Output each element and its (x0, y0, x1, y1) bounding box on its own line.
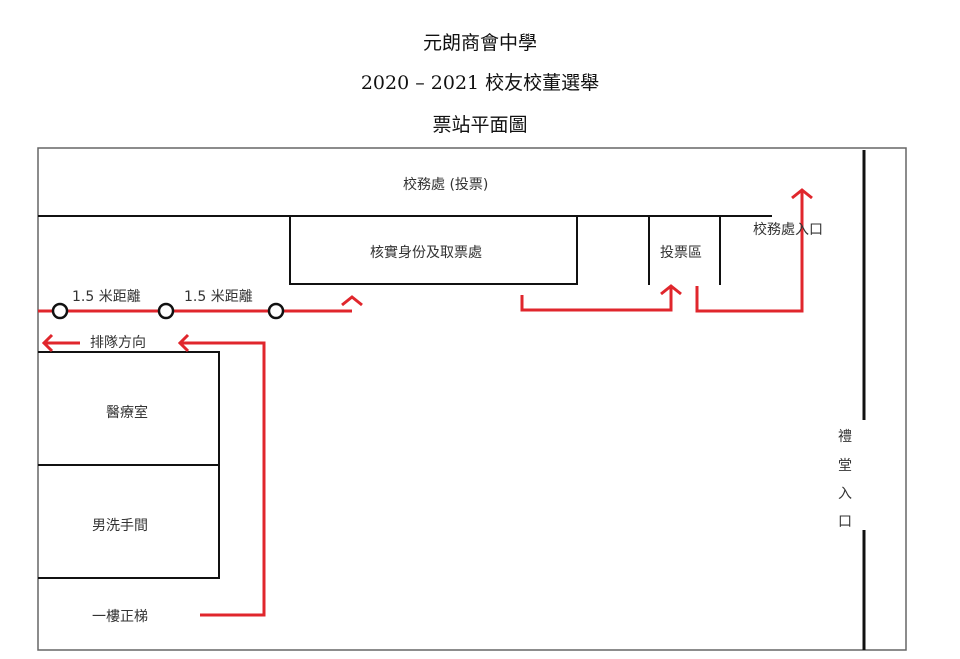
election-title: 2020 – 2021 校友校董選舉 (360, 72, 600, 94)
queue-arrow-head (341, 295, 363, 307)
hall-entrance-char: 堂 (838, 458, 852, 474)
verification-desk (289, 216, 578, 285)
path-to-exit (695, 190, 804, 313)
hall-entrance-char: 口 (838, 514, 852, 530)
distance-label: 1.5 米距離 (72, 289, 141, 305)
staircase-label: 一樓正梯 (92, 609, 148, 625)
queue-direction-label: 排隊方向 (90, 335, 146, 351)
voting-area-label: 投票區 (660, 245, 702, 261)
voting-arrow-head (660, 284, 682, 296)
general-office-label: 校務處 (投票) (403, 177, 489, 193)
plan-title: 票站平面圖 (432, 114, 528, 136)
exit-arrow-head (791, 188, 813, 200)
hall-entrance-char: 入 (838, 486, 852, 502)
stair-arrow-head (177, 333, 190, 353)
male-toilet-label: 男洗手間 (92, 518, 148, 534)
hall-entrance-char: 禮 (838, 429, 852, 445)
verification-label: 核實身份及取票處 (370, 245, 482, 261)
queue-marker (267, 302, 285, 320)
school-title: 元朗商會中學 (422, 32, 537, 54)
medical-room-label: 醫療室 (106, 405, 148, 421)
stair-path (180, 341, 266, 617)
direction-arrow-head (41, 333, 54, 353)
distance-label: 1.5 米距離 (184, 289, 253, 305)
queue-marker (51, 302, 69, 320)
outer-border (37, 147, 907, 651)
path-to-voting (520, 286, 673, 312)
office-entrance-label: 校務處入口 (753, 222, 823, 238)
queue-marker (157, 302, 175, 320)
